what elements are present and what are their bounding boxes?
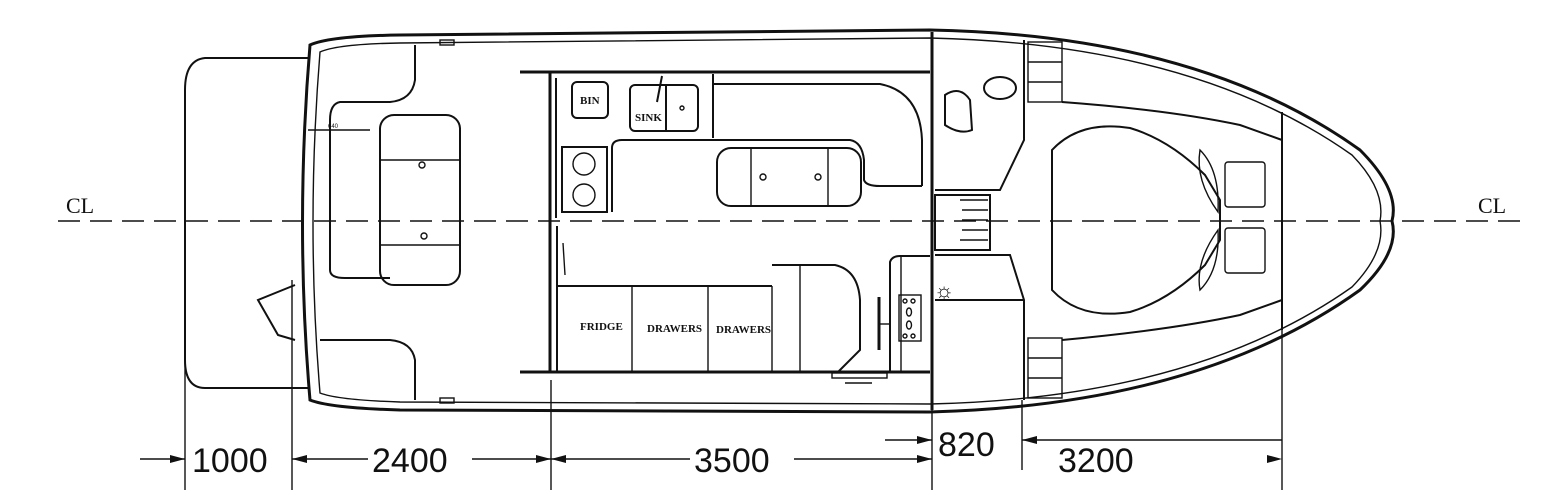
dimension-2400: 2400 [372,442,448,480]
dimension-3200: 3200 [1058,442,1134,480]
sink [629,84,699,132]
dimension-3500: 3500 [694,442,770,480]
dimension-1000: 1000 [192,442,268,480]
forward-cabin-berth [1051,101,1283,341]
lower-saloon: FRIDGE DRAWERS DRAWERS ☼ [556,226,954,384]
bin [571,81,609,119]
sink-label: SINK [635,112,662,124]
bin-label: BIN [580,95,600,107]
toilet [983,76,1017,100]
galley: BIN SINK [555,74,923,218]
dinette-table [716,147,862,207]
head-and-companionway [934,40,1063,400]
centerline-label-left: CL [66,193,94,218]
cockpit-dimension-label: 640 [328,124,339,130]
cockpit: 640 [256,39,461,404]
drawers-label-1: DRAWERS [647,323,702,335]
drawers-label-2: DRAWERS [716,324,771,336]
dimension-820: 820 [938,426,995,464]
fridge-label: FRIDGE [580,321,623,333]
centerline-label-right: CL [1478,193,1506,218]
light-icon: ☼ [934,278,954,303]
swim-platform [184,57,310,389]
hull-outline [301,28,1395,414]
cooktop [561,146,608,213]
